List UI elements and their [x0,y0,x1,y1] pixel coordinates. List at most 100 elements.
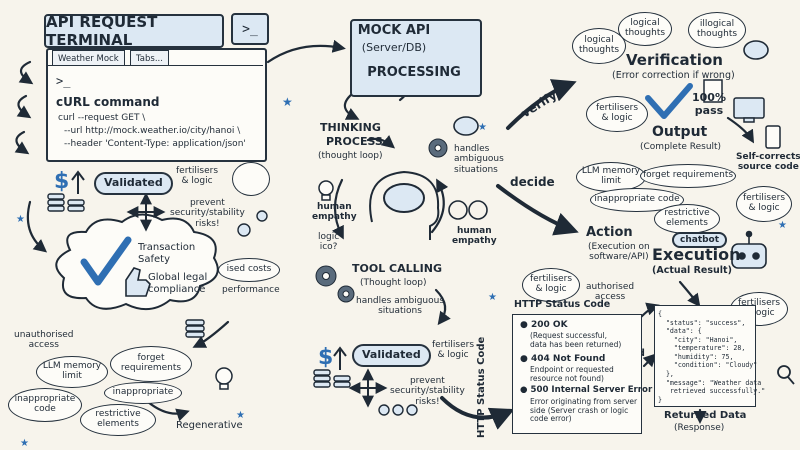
status-header: HTTP Status Code [514,299,611,310]
prevent-risks-label: prevent security/stability risks! [390,376,465,407]
api-title-line2: (Server/DB) [361,41,427,54]
cloud-outline [55,213,219,311]
svg-text:★: ★ [778,220,787,231]
execution-subtitle: (Actual Result) [652,265,732,276]
svg-text:★: ★ [20,438,29,449]
svg-text:★: ★ [488,292,497,303]
json-line: "humidity": 75, [658,352,734,361]
forget-requirements-bubble: forget requirements [640,164,736,188]
authorised-access-label: authorised access [586,282,635,303]
verification-title: Verification [626,51,723,69]
terminal-icon: >_ [231,13,269,45]
api-title-line1: MOCK API [357,23,431,38]
tool-calling-title: TOOL CALLING [352,262,442,275]
gear-icon [315,61,479,303]
dollar-icon: $ [318,345,333,370]
terminal-window [46,48,267,162]
status-500-desc: Error originating from server side (Serv… [530,397,638,424]
coins-icon [47,193,351,388]
execution-title: Execution [652,245,741,264]
computer-icon [733,97,781,149]
lightbulb-icon [215,367,233,390]
response-json-panel: { "status": "success", "data": { "city":… [654,305,766,408]
two-heads-icon [448,200,488,220]
ised-costs-bubble: ised costs [218,258,280,282]
json-line: }, [658,369,674,378]
mock-api-box [350,19,482,97]
global-legal-label: Global legal compliance [148,272,208,295]
transaction-safety-label: Transaction Safety [138,242,196,265]
svg-text:★: ★ [478,122,487,133]
api-title-line3: PROCESSING [367,65,461,80]
human-empathy-label: human empathy [452,226,497,247]
thinking-title-line2: PROCESS [326,135,383,148]
returned-data-title: Returned Data [664,410,747,421]
fertilisers-logic-bubble: fertilisers & logic [522,268,580,302]
people-icon [237,210,418,416]
svg-text:★: ★ [236,410,245,421]
llm-memory-bubble: LLM memory limit [576,162,646,192]
json-line: { [658,310,662,318]
arrow-up-icon [333,346,347,370]
status-code-panel [512,314,642,434]
prevent-risks-label: prevent security/stability risks! [170,198,245,229]
svg-text:★: ★ [16,214,25,225]
robot-icon [731,230,767,269]
unauthorised-access-label: unauthorised access [14,330,74,351]
status-vertical-label: HTTP Status Code [476,336,487,438]
json-line: "status": "success", [658,318,746,327]
json-line: retrieved successfully." [658,387,766,396]
check-mark-icon [80,236,132,286]
status-404-code: 404 Not Found [531,354,606,364]
chatbot-badge: chatbot [672,232,728,249]
fertilisers-logic-label: fertilisers & logic [432,340,475,361]
output-title: Output [652,124,708,140]
restrictive-elements-bubble: restrictive elements [80,404,156,436]
curl-heading: cURL command [56,95,160,109]
handles-ambiguous-label: handles ambiguous situations [454,144,504,175]
terminal-title: API REQUEST TERMINAL [44,13,224,49]
json-line: "city": "Hanoi", [658,335,738,344]
pass-label: 100% pass [692,91,726,117]
arrow-up-icon [71,170,85,194]
logic-icon-label: logic ico? [318,232,340,253]
status-200-code: 200 OK [531,320,568,330]
inappropriate-bubble: inappropriate [104,382,182,404]
tool-calling-subtitle: (Thought loop) [360,278,427,288]
json-line: "temperature": 28, [658,344,746,353]
output-subtitle: (Complete Result) [640,142,722,152]
tab-divider [46,65,263,66]
restrictive-elements-bubble: restrictive elements [654,204,720,234]
status-item: ● 200 OK [520,320,568,330]
check-mark-icon [645,83,693,119]
logical-thoughts-bubble: logical thoughts [618,12,672,46]
magnifier-icon [777,365,795,385]
star-icon: ★ ★ ★ ★ ★ ★ ★ [16,95,787,449]
response-json-lines: { "status": "success", "data": { "city":… [655,306,766,408]
action-title: Action [586,225,633,240]
lightbulb-icon [318,180,334,201]
returned-data-subtitle: (Response) [674,423,725,433]
performance-label: performance [222,285,280,295]
self-corrects-label: Self-corrects source code [736,152,800,173]
handles-ambiguous-label: handles ambiguous situations [356,296,445,317]
verification-subtitle: (Error correction if wrong) [612,70,735,81]
regenerative-label: Regenerative [176,420,243,431]
human-empathy-label: human empathy [312,202,357,223]
decide-label: decide [510,175,555,189]
tab-weather-mock: Weather Mock [52,50,125,66]
thinking-subtitle: (thought loop) [318,151,383,161]
thought-bubble [232,162,270,196]
curl-line: --url http://mock.weather.io/city/hanoi … [64,126,241,136]
fertilisers-logic-bubble: fertilisers & logic [736,186,792,222]
fertilisers-logic-label: fertilisers & logic [176,166,219,187]
ised-costs-label: ised costs [226,264,272,275]
thumbs-up-icon [125,267,151,297]
action-subtitle: (Execution on software/API) [588,242,650,263]
curl-line: --header 'Content-Type: application/json… [64,139,246,149]
validated-badge: Validated [94,172,173,195]
svg-text:★: ★ [282,95,293,109]
brain-head-icon [369,170,440,240]
logical-thoughts-bubble: logical thoughts [572,28,626,64]
